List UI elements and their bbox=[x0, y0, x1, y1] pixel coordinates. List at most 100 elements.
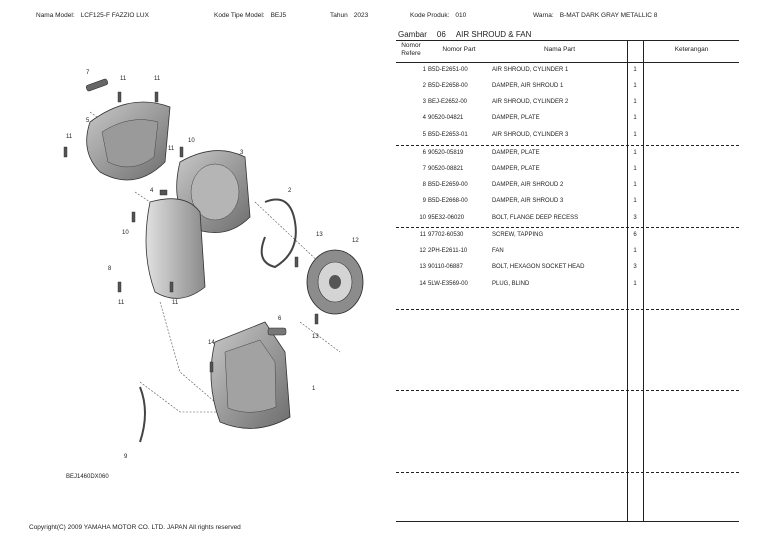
callout-5: 5 bbox=[86, 118, 90, 124]
cell-ref: 13 bbox=[419, 264, 426, 270]
cell-ref: 5 bbox=[422, 132, 426, 138]
cell-qty: 1 bbox=[633, 115, 637, 121]
cell-qty: 6 bbox=[633, 232, 637, 238]
callout-11: 11 bbox=[154, 76, 161, 82]
cell-ref: 3 bbox=[422, 99, 426, 105]
cell-name: DAMPER, PLATE bbox=[492, 166, 540, 172]
callout-10: 10 bbox=[122, 230, 129, 236]
callout-6: 6 bbox=[278, 316, 282, 322]
product-code: Kode Produk:010 bbox=[410, 12, 467, 19]
header-note: Keterangan bbox=[674, 46, 709, 53]
cell-part-no: 90520-04821 bbox=[428, 115, 464, 121]
cell-part-no: B5D-E2658-00 bbox=[428, 83, 468, 89]
callout-11: 11 bbox=[66, 134, 73, 140]
callout-2: 2 bbox=[288, 188, 292, 194]
cell-part-no: 5LW-E3569-00 bbox=[428, 281, 468, 287]
cell-name: DAMPER, AIR SHROUD 1 bbox=[492, 83, 564, 89]
cell-qty: 1 bbox=[633, 150, 637, 156]
callout-11: 11 bbox=[168, 146, 175, 152]
cell-name: DAMPER, AIR SHROUD 3 bbox=[492, 198, 564, 204]
cell-name: AIR SHROUD, CYLINDER 1 bbox=[492, 67, 569, 73]
diagram-code: BEJ1460DX060 bbox=[66, 474, 109, 480]
cell-ref: 6 bbox=[422, 150, 426, 156]
cell-name: BOLT, FLANGE DEEP RECESS bbox=[492, 215, 579, 221]
callout-12: 12 bbox=[352, 238, 359, 244]
cell-qty: 1 bbox=[633, 166, 637, 172]
cell-ref: 14 bbox=[419, 281, 426, 287]
callout-8: 8 bbox=[108, 266, 112, 272]
copyright: Copyright(C) 2009 YAMAHA MOTOR CO. LTD. … bbox=[29, 524, 241, 531]
cell-part-no: B5D-E2653-01 bbox=[428, 132, 468, 138]
cell-qty: 1 bbox=[633, 99, 637, 105]
cell-part-no: B5D-E2668-00 bbox=[428, 198, 468, 204]
fan-part-12 bbox=[306, 249, 364, 315]
cell-part-no: 90520-05819 bbox=[428, 150, 464, 156]
cell-part-no: 95E32-06020 bbox=[428, 215, 465, 221]
shroud-part-1 bbox=[210, 321, 291, 429]
callout-13: 13 bbox=[312, 334, 319, 340]
cell-name: FAN bbox=[492, 248, 504, 254]
callout-7: 7 bbox=[86, 70, 90, 76]
header-part-no: Nomor Part bbox=[442, 46, 476, 53]
cell-ref: 8 bbox=[422, 182, 426, 188]
cell-qty: 1 bbox=[633, 281, 637, 287]
cell-ref: 2 bbox=[422, 83, 426, 89]
cell-part-no: 90520-08821 bbox=[428, 166, 464, 172]
cell-part-no: 97702-60530 bbox=[428, 232, 464, 238]
callout-14: 14 bbox=[208, 340, 215, 346]
cell-qty: 1 bbox=[633, 182, 637, 188]
callout-13: 13 bbox=[316, 232, 323, 238]
cell-qty: 3 bbox=[633, 215, 637, 221]
parts-table: Nomor Refere Nomor Part Nama Part Ketera… bbox=[396, 40, 739, 522]
cell-qty: 3 bbox=[633, 264, 637, 270]
callout-11: 11 bbox=[118, 300, 125, 306]
cell-name: PLUG, BLIND bbox=[492, 281, 530, 287]
callout-1: 1 bbox=[312, 386, 316, 392]
cell-qty: 1 bbox=[633, 248, 637, 254]
cell-qty: 1 bbox=[633, 67, 637, 73]
cell-name: DAMPER, PLATE bbox=[492, 115, 540, 121]
cell-name: DAMPER, AIR SHROUD 2 bbox=[492, 182, 564, 188]
cell-ref: 11 bbox=[419, 232, 426, 238]
model-type-code: Kode Tipe Model:BEJ5 bbox=[214, 12, 287, 19]
cell-qty: 1 bbox=[633, 83, 637, 89]
cell-part-no: 2PH-E2611-10 bbox=[428, 248, 468, 254]
cell-ref: 9 bbox=[422, 198, 426, 204]
cell-name: AIR SHROUD, CYLINDER 2 bbox=[492, 99, 569, 105]
cell-part-no: 90110-06887 bbox=[428, 264, 463, 270]
cell-ref: 7 bbox=[422, 166, 426, 172]
cell-name: DAMPER, PLATE bbox=[492, 150, 540, 156]
cell-part-no: B5D-E2659-00 bbox=[428, 182, 468, 188]
callout-11: 11 bbox=[120, 76, 127, 82]
callout-11: 11 bbox=[172, 300, 179, 306]
shroud-part-5 bbox=[86, 101, 171, 181]
cell-ref: 1 bbox=[422, 67, 426, 73]
cell-qty: 1 bbox=[633, 132, 637, 138]
header-part-name: Nama Part bbox=[543, 46, 576, 53]
header-ref: Nomor Refere bbox=[401, 42, 421, 57]
callout-4: 4 bbox=[150, 188, 154, 194]
callout-9: 9 bbox=[124, 454, 128, 460]
cell-qty: 1 bbox=[633, 198, 637, 204]
cell-name: BOLT, HEXAGON SOCKET HEAD bbox=[492, 264, 585, 270]
shroud-center bbox=[145, 198, 206, 299]
cell-part-no: B5D-E2651-00 bbox=[428, 67, 468, 73]
exploded-parts-diagram: 7 11 11 5 11 10 11 4 3 2 10 8 11 11 13 1… bbox=[63, 70, 364, 460]
cell-ref: 4 bbox=[422, 115, 426, 121]
model-name: Nama Model:LCF125-F FAZZIO LUX bbox=[36, 12, 149, 19]
